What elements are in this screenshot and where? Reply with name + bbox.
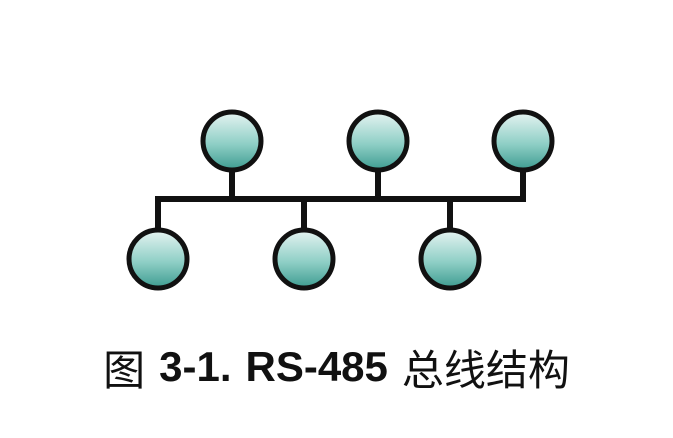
node-lower-3 [418,227,482,291]
node-lower-2 [272,227,336,291]
figure-number: 3-1. [159,343,232,390]
node-upper-3 [491,109,555,173]
figure-word: 图 [103,345,146,395]
figure-title-cjk: 总线结构 [401,345,570,395]
node-upper-2 [346,109,410,173]
rs485-bus-diagram [126,109,555,291]
figure-caption: 图 3-1. RS-485 总线结构 [0,332,673,402]
figure-title-latin: RS-485 [245,343,388,390]
node-lower-1 [126,227,190,291]
node-upper-1 [200,109,264,173]
